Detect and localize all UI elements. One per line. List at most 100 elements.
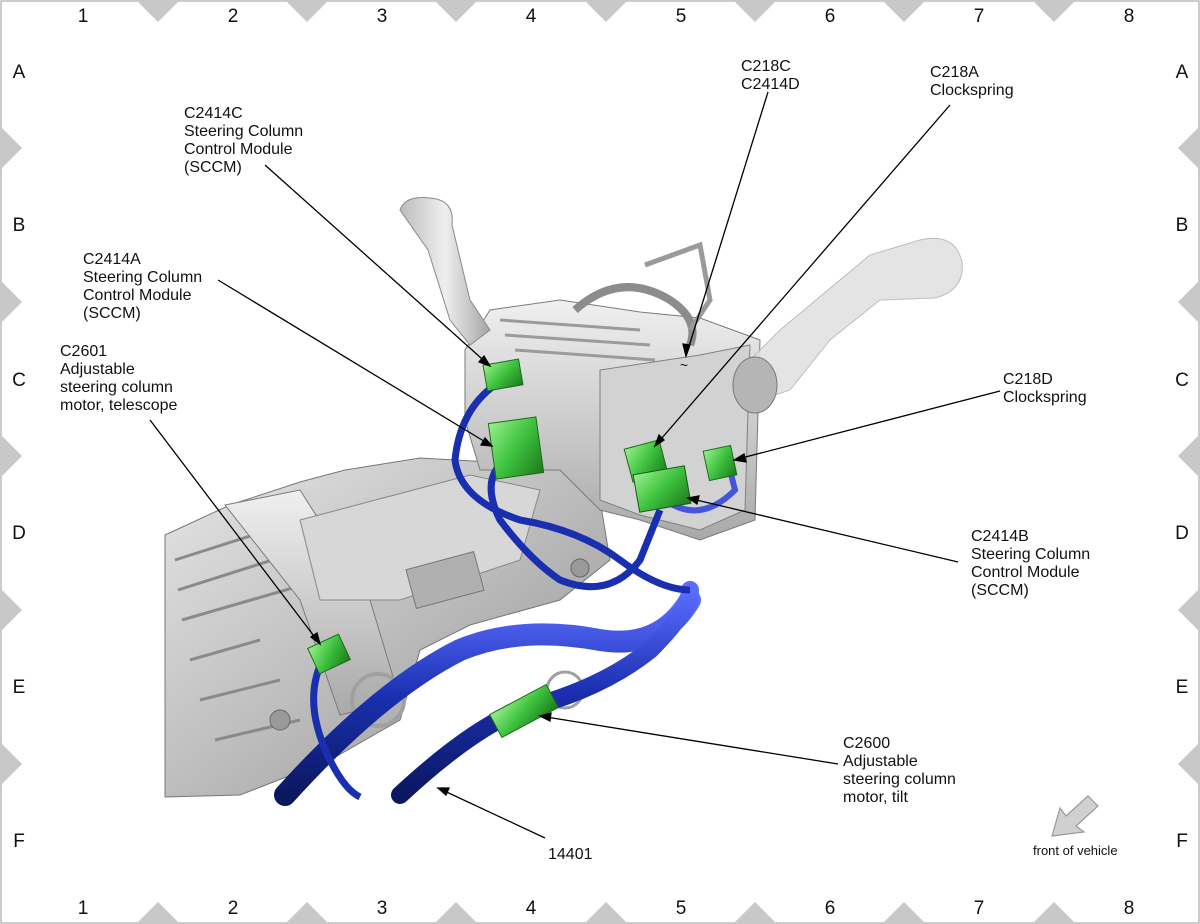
grid-marker [434, 902, 478, 924]
bracket-plate [299, 474, 541, 601]
column-label: 4 [526, 898, 537, 919]
leader-arrowhead [538, 712, 552, 722]
callout-line: Clockspring [930, 82, 1014, 99]
connector-c218d [702, 444, 738, 482]
grid-marker [1178, 742, 1200, 786]
callout-line: (SCCM) [83, 305, 141, 322]
callout-line: Control Module [971, 564, 1080, 581]
callout-c2601: C2601 Adjustable steering column motor, … [60, 343, 178, 414]
callout-line: motor, tilt [843, 789, 908, 806]
leader-arrowhead [686, 495, 700, 506]
connector-c2414c [482, 358, 524, 392]
callout-line: C2600 [843, 735, 890, 752]
callout-line: Steering Column [184, 123, 303, 140]
column-label: 6 [825, 6, 836, 27]
callout-line: steering column [60, 379, 173, 396]
grid-marker [733, 902, 777, 924]
callout-line: C2601 [60, 343, 107, 360]
steering-column-illustration: ~ [164, 197, 963, 806]
wire-branch-sccm-a [487, 457, 664, 591]
column-label: 3 [377, 6, 388, 27]
column-label: 2 [228, 6, 239, 27]
connector-c2414b [632, 465, 692, 513]
column-label: 7 [974, 898, 985, 919]
leader-c218c [685, 91, 769, 357]
column-label: 8 [1124, 6, 1135, 27]
callout-line: Adjustable [843, 753, 918, 770]
leader-arrowhead [653, 433, 666, 448]
leader-arrowhead [436, 787, 450, 797]
callout-c2414a: C2414A Steering Column Control Module (S… [83, 251, 207, 322]
right-stalk-lever [739, 237, 963, 401]
bolt [570, 558, 590, 578]
leader-c2601 [149, 419, 321, 645]
row-label: E [13, 677, 26, 698]
callout-line: (SCCM) [184, 159, 242, 176]
leader-14401 [437, 787, 546, 839]
column-label: 5 [676, 898, 687, 919]
callout-c218c: C218C C2414D [741, 58, 800, 93]
grid-marker [1032, 902, 1076, 924]
column-labels-top: 1 2 3 4 5 6 7 8 [78, 6, 1135, 27]
callout-line: C2414A [83, 251, 141, 268]
grid-marker [136, 0, 180, 22]
direction-arrow-icon [1051, 795, 1099, 837]
callout-line: motor, telescope [60, 397, 178, 414]
grid-marker [584, 902, 628, 924]
callout-14401: 14401 [548, 846, 593, 863]
callout-line: Control Module [184, 141, 293, 158]
bracket-slot [405, 551, 485, 609]
grid-marker [0, 588, 22, 632]
column-label: 4 [526, 6, 537, 27]
bolt [269, 709, 291, 731]
grid-marker [1178, 280, 1200, 324]
row-labels-left: A B C D E F [12, 62, 26, 852]
callout-line: Steering Column [971, 546, 1090, 563]
callout-line: C218A [930, 64, 979, 81]
callout-c2414b: C2414B Steering Column Control Module (S… [971, 528, 1095, 599]
left-stalk-lever [399, 197, 491, 346]
column-label: 3 [377, 898, 388, 919]
connector-c2414a [487, 416, 545, 480]
grid-marker [882, 902, 926, 924]
callout-line: Steering Column [83, 269, 202, 286]
row-label: F [13, 831, 25, 852]
callout-c2414c: C2414C Steering Column Control Module (S… [184, 105, 308, 176]
sccm-top-ribs [499, 318, 656, 362]
grid-marker [1032, 0, 1076, 22]
grid-marker [0, 742, 22, 786]
column-label: 5 [676, 6, 687, 27]
callout-line: steering column [843, 771, 956, 788]
leader-arrowhead [732, 452, 747, 463]
grid-marker [584, 0, 628, 22]
column-labels-bottom: 1 2 3 4 5 6 7 8 [78, 898, 1135, 919]
callout-line: C218C [741, 58, 791, 75]
callout-c218a: C218A Clockspring [930, 64, 1014, 99]
row-label: F [1176, 831, 1188, 852]
row-label: D [1175, 523, 1189, 544]
grid-marker [1178, 126, 1200, 170]
callout-line: (SCCM) [971, 582, 1029, 599]
column-label: 2 [228, 898, 239, 919]
row-label: A [13, 62, 26, 83]
leader-arrowhead [682, 343, 691, 359]
grid-marker [733, 0, 777, 22]
leader-c2414c [264, 164, 491, 367]
grid-marker [1178, 434, 1200, 478]
bracket-ribs [174, 518, 321, 742]
connector-marker-symbol: ~ [680, 357, 688, 373]
row-label: C [1175, 370, 1189, 391]
row-label: C [12, 370, 26, 391]
callout-line: Clockspring [1003, 389, 1087, 406]
leader-c218a [654, 104, 951, 447]
callout-c218d: C218D Clockspring [1003, 371, 1087, 406]
connector-c2600 [488, 683, 560, 739]
grid-marker [434, 0, 478, 22]
leader-arrowhead [309, 631, 322, 646]
right-stalk-knob [732, 356, 778, 414]
column-label: 7 [974, 6, 985, 27]
leader-c2600 [539, 715, 839, 765]
grid-marker [0, 126, 22, 170]
wire-branch-sccm-c [451, 382, 691, 594]
